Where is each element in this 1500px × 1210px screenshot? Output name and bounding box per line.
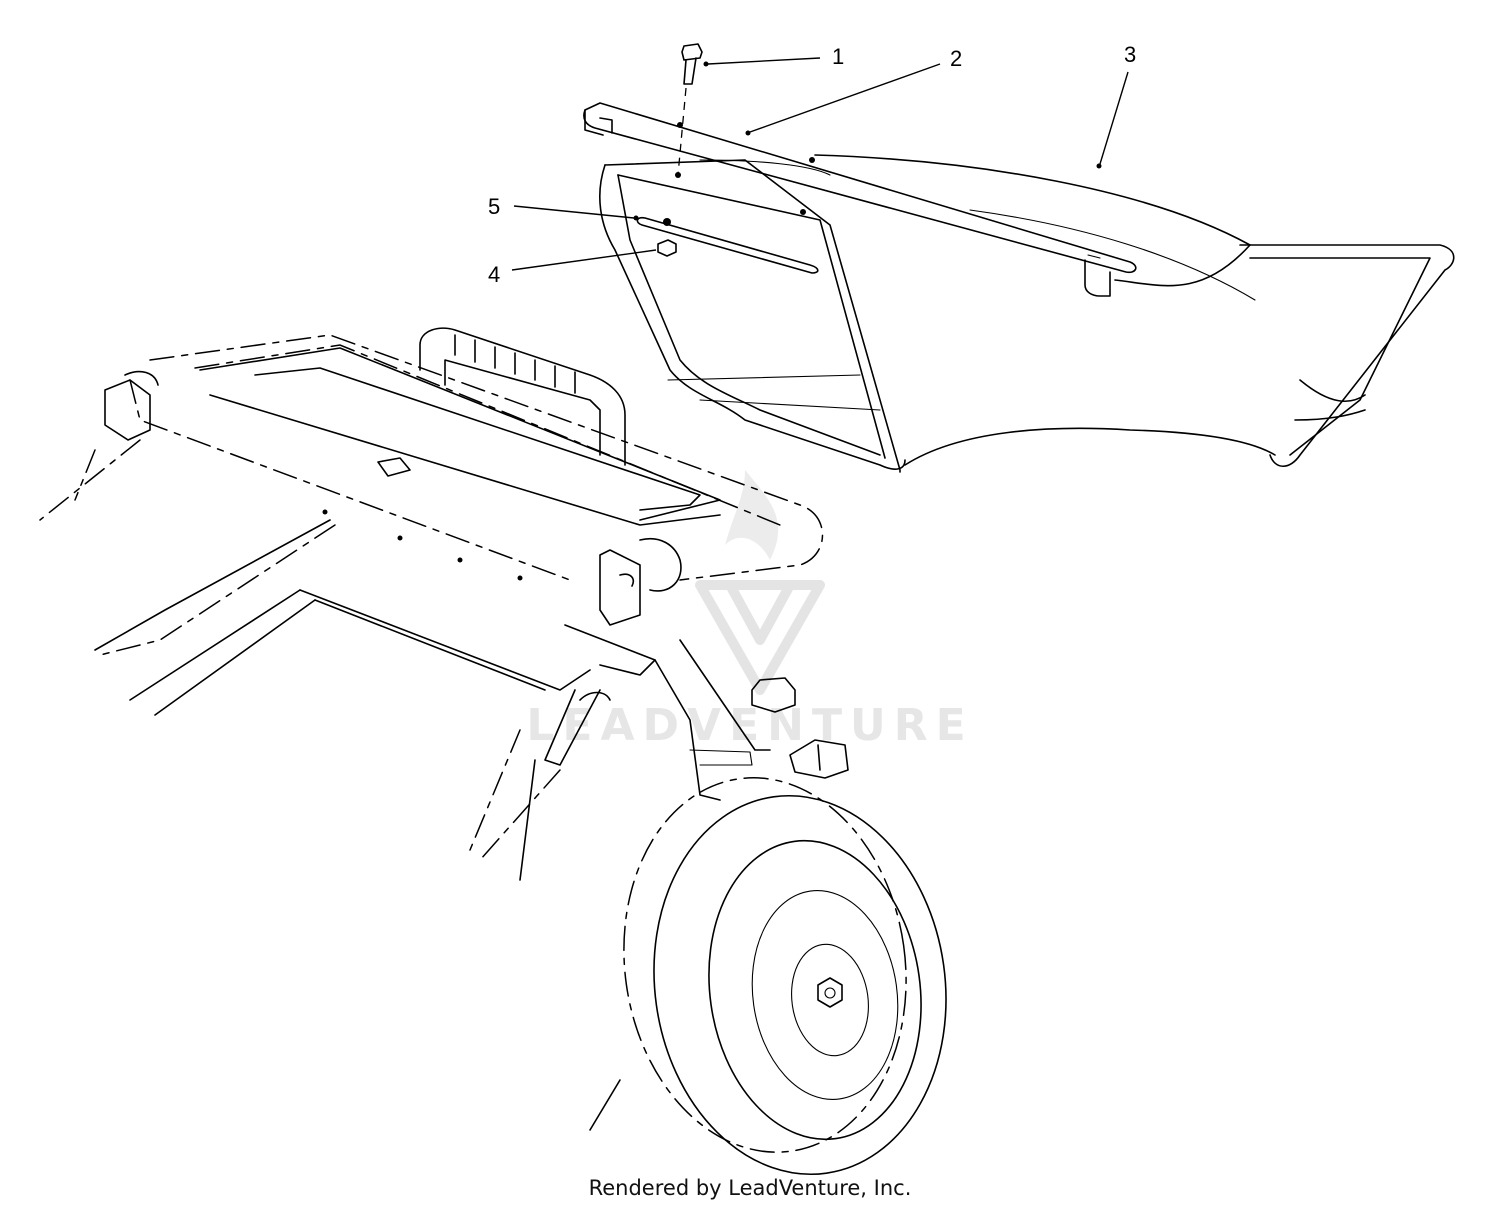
callout-1: 1 <box>703 44 844 69</box>
callout-4: 4 <box>488 249 657 287</box>
mounting-strap <box>636 216 819 274</box>
top-rail <box>583 102 1137 297</box>
svg-text:3: 3 <box>1124 42 1136 67</box>
lower-frame <box>39 439 849 881</box>
bolt <box>675 43 703 178</box>
callout-3: 3 <box>1096 42 1136 169</box>
wheel <box>589 777 947 1176</box>
svg-text:4: 4 <box>488 262 500 287</box>
nut <box>657 239 677 257</box>
watermark-text: LEADVENTURE <box>526 700 973 751</box>
svg-text:2: 2 <box>950 46 962 71</box>
svg-text:5: 5 <box>488 194 500 219</box>
callout-5: 5 <box>488 194 639 221</box>
callout-2: 2 <box>745 46 962 136</box>
callouts: 1 2 3 5 4 <box>488 42 1136 287</box>
watermark: LEADVENTURE <box>526 470 973 751</box>
credit-text: Rendered by LeadVenture, Inc. <box>588 1176 912 1200</box>
leadventure-logo-icon <box>695 470 825 695</box>
handle-assembly <box>104 327 824 626</box>
grass-bag <box>599 154 1455 473</box>
svg-text:1: 1 <box>832 44 844 69</box>
